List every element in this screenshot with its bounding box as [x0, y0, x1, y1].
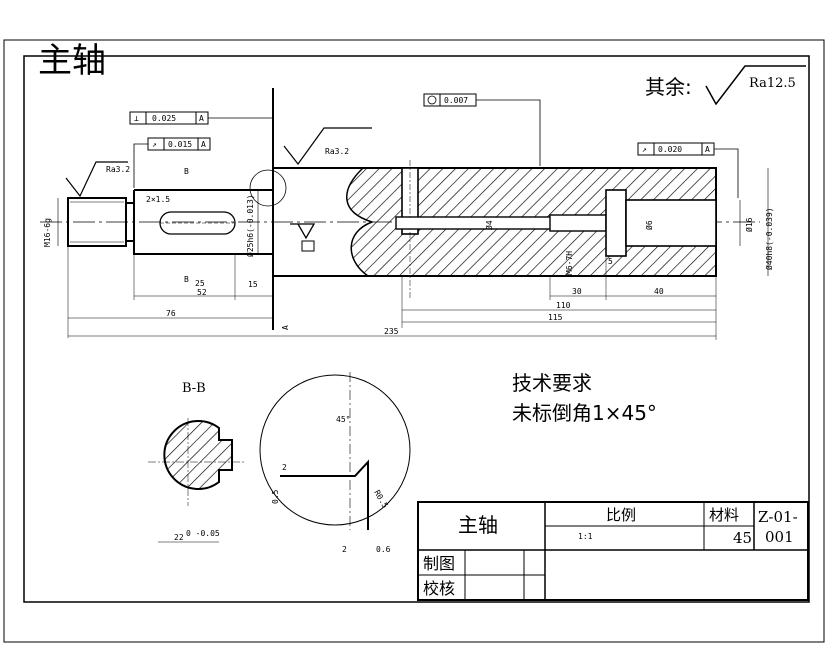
- detail-w05: 0.5: [271, 489, 280, 504]
- dim-5: 5: [608, 257, 613, 266]
- requirements-item: 未标倒角1×45°: [512, 401, 657, 425]
- detail-b06: 0.6: [376, 545, 391, 554]
- dim-15: 15: [248, 280, 258, 289]
- tol-runout-right-datum: A: [705, 145, 710, 154]
- svg-text:⊥: ⊥: [134, 114, 139, 123]
- ra-mark-1: Ra3.2: [106, 165, 130, 174]
- dim-key-22: 22: [174, 533, 184, 542]
- dim-thread-right: M6-7H: [565, 251, 574, 275]
- dim-30: 30: [572, 287, 582, 296]
- section-bb: [163, 420, 233, 490]
- dim-40: 40: [654, 287, 664, 296]
- dim-thread-left: M16-6g: [43, 218, 52, 247]
- tb-drawing-no-2: 001: [765, 528, 794, 546]
- tb-drawn-label: 制图: [423, 554, 455, 573]
- counterbore: [605, 189, 627, 257]
- detail-circle: [259, 374, 411, 526]
- datum-a: A: [281, 325, 290, 330]
- drawing-title-red: 主轴: [38, 41, 106, 81]
- dim-groove: 2×1.5: [146, 195, 170, 204]
- dim-52: 52: [197, 288, 207, 297]
- detail-w2: 2: [282, 463, 287, 472]
- tb-material-label: 材料: [709, 506, 739, 524]
- ra-mark-2: Ra3.2: [325, 147, 349, 156]
- svg-text:↗: ↗: [152, 140, 157, 149]
- tb-part-name: 主轴: [458, 513, 498, 537]
- tb-scale-value: 1:1: [578, 532, 593, 541]
- dim-110: 110: [556, 301, 571, 310]
- inner-frame: [23, 55, 810, 603]
- tol-runout-left-datum: A: [201, 140, 206, 149]
- dim-76: 76: [166, 309, 176, 318]
- title-block: [417, 501, 809, 601]
- dim-115: 115: [548, 313, 563, 322]
- outer-frame: [3, 39, 825, 643]
- roughness-general-value: Ra12.5: [749, 76, 796, 91]
- section-title: B-B: [182, 381, 206, 396]
- roughness-symbol: [705, 65, 806, 106]
- detail-profile: [280, 459, 369, 530]
- tb-material-value: 45: [733, 529, 752, 547]
- tb-checked-label: 校核: [423, 579, 455, 598]
- tol-perp-datum: A: [199, 114, 204, 123]
- tb-drawing-no-1: Z-01-: [758, 508, 798, 526]
- dim-d40: Ø40h8(-0.039): [764, 207, 774, 270]
- dim-shaft-dia: Ø25h6(-0.013): [245, 194, 255, 257]
- bore-d16: [625, 199, 717, 247]
- tol-runout-left-value: 0.015: [168, 140, 192, 149]
- requirements-heading: 技术要求: [512, 371, 592, 395]
- tol-runout-right-value: 0.020: [658, 145, 682, 154]
- dim-235: 235: [384, 327, 399, 336]
- detail-b2: 2: [342, 545, 347, 554]
- dim-d6: Ø6: [644, 220, 654, 230]
- svg-text:↗: ↗: [642, 145, 647, 154]
- tol-roundness-value: 0.007: [444, 96, 468, 105]
- section-mark-b-top: B: [184, 167, 189, 176]
- section-mark-b-bot: B: [184, 275, 189, 284]
- roughness-general-label: 其余:: [645, 75, 692, 99]
- detail-radius: R0.5: [372, 489, 390, 510]
- dim-d16: Ø16: [744, 217, 754, 232]
- dim-key-tol: 0 -0.05: [186, 529, 220, 538]
- dim-25: 25: [195, 279, 205, 288]
- tol-perp-value: 0.025: [152, 114, 176, 123]
- detail-angle: 45°: [336, 415, 350, 424]
- tb-scale-label: 比例: [606, 506, 636, 524]
- dim-d4: Ø4: [484, 220, 494, 230]
